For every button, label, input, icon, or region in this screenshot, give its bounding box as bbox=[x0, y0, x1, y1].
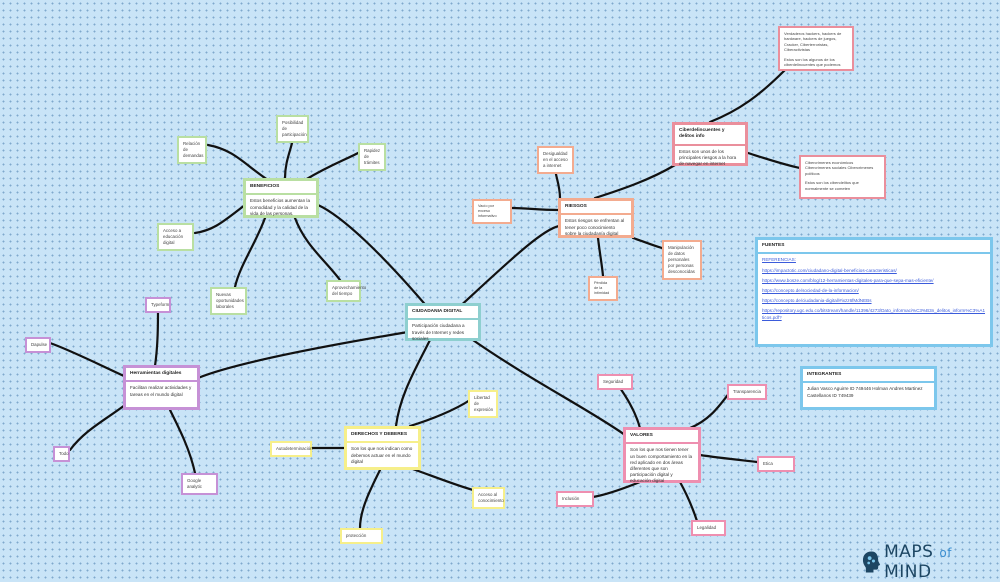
ciber-title: Ciberdelincuentes y delitos info bbox=[675, 125, 745, 146]
herramientas-item-google[interactable]: Google analytic bbox=[181, 473, 218, 495]
integrantes-title: INTEGRANTES bbox=[803, 369, 934, 384]
herramientas-item-typeform[interactable]: Typeform bbox=[145, 297, 171, 313]
derechos-item-libertad[interactable]: Libertad de expresión bbox=[468, 390, 498, 418]
valores-text: Son los que nos tienen tener un buen com… bbox=[630, 447, 693, 484]
valores-item-seguridad[interactable]: Seguridad bbox=[597, 374, 633, 390]
herramientas-text: Facilitan realizar actividades y tareas … bbox=[130, 385, 192, 397]
riesgos-item-intimidad[interactable]: Pérdida de la intimidad bbox=[588, 276, 618, 302]
center-node-text: Participación ciudadana a través de Inte… bbox=[412, 323, 465, 341]
center-node-title: CIUDADANIA DIGITAL bbox=[408, 306, 478, 321]
fuentes-ref-link[interactable]: https://concepto.de/ciudadania-digital/#… bbox=[762, 298, 872, 304]
ciber-text: Estos son unos de los principales riesgo… bbox=[679, 148, 737, 167]
derechos-item-autodeterminacion[interactable]: Autodeterminación bbox=[270, 441, 313, 457]
beneficios-item-tiempo[interactable]: Aprovechamiento del tiempo bbox=[326, 280, 366, 302]
maps-of-mind-logo: MAPS of MIND bbox=[862, 542, 1000, 582]
beneficios-item-educacion[interactable]: Acceso a educación digital bbox=[157, 223, 194, 251]
logo-of: of bbox=[939, 546, 952, 560]
panel-integrantes: INTEGRANTES Julian Vasco Aguirre ID 7494… bbox=[800, 366, 937, 410]
fuentes-ref-link[interactable]: https://repository.ugc.edu.co/bitstream/… bbox=[762, 308, 986, 320]
herramientas-title: Herramientas digitales bbox=[126, 368, 197, 383]
node-valores[interactable]: VALORES Son los que nos tienen tener un … bbox=[623, 427, 701, 483]
derechos-title: DERECHOS Y DEBERES bbox=[347, 429, 418, 444]
fuentes-label: REFERENCIAS: bbox=[762, 257, 796, 263]
valores-title: VALORES bbox=[626, 430, 698, 445]
beneficios-item-tramites[interactable]: Rapidez de trámites bbox=[358, 143, 386, 171]
valores-item-etica[interactable]: Etica bbox=[757, 456, 795, 472]
valores-item-inclusion[interactable]: Inclusión bbox=[556, 491, 594, 507]
fuentes-ref-link[interactable]: https://impactotic.com/ciudadano-digital… bbox=[762, 267, 897, 273]
derechos-item-proteccion[interactable]: protección bbox=[340, 528, 383, 544]
riesgos-item-exceso[interactable]: Vacío por exceso informativo bbox=[472, 199, 512, 225]
logo-mind: MIND bbox=[884, 562, 932, 582]
derechos-item-acceso[interactable]: Acceso al conocimiento bbox=[472, 487, 505, 509]
node-riesgos[interactable]: RIESGOS Estos riesgos se enfrentan al te… bbox=[558, 198, 634, 238]
ciber-hackers-note: Estos son los algunos de los ciberdelinc… bbox=[784, 56, 841, 67]
logo-wordmark: MAPS of MIND bbox=[884, 542, 1000, 582]
valores-item-transparencia[interactable]: Transparencia bbox=[727, 384, 767, 400]
node-ciberdelincuentes[interactable]: Ciberdelincuentes y delitos info Estos s… bbox=[672, 122, 748, 166]
riesgos-item-manipulacion[interactable]: Manipulación de datos personales por per… bbox=[662, 240, 702, 280]
herramientas-item-todo[interactable]: Todo bbox=[53, 446, 70, 462]
panel-fuentes: FUENTES REFERENCIAS: https://impactotic.… bbox=[755, 237, 993, 347]
head-brain-icon bbox=[862, 551, 881, 573]
ciber-hackers-box[interactable]: Verdaderos hackers, hackers de hardware,… bbox=[778, 26, 854, 71]
riesgos-item-desigualdad[interactable]: Desigualdad en el acceso a internet bbox=[537, 146, 574, 174]
herramientas-item-dapulse[interactable]: Dapulse bbox=[25, 337, 51, 353]
ciber-crimenes-note: Estos son los cibendelitos que normalmen… bbox=[805, 180, 859, 191]
node-herramientas-digitales[interactable]: Herramientas digitales Facilitan realiza… bbox=[123, 365, 200, 410]
beneficios-item-participacion[interactable]: Posibilidad de participación bbox=[276, 115, 309, 143]
derechos-text: Son los que nos indican como debemos act… bbox=[351, 446, 413, 464]
beneficios-title: BENEFICIOS bbox=[246, 181, 316, 196]
logo-maps: MAPS bbox=[884, 542, 934, 562]
beneficios-item-laborales[interactable]: Nuevas oportunidades laborales bbox=[210, 287, 247, 315]
ciber-crimenes-text: Cibercrimenes económicos Cibercrimenes s… bbox=[805, 160, 874, 176]
node-beneficios[interactable]: BENEFICIOS Estos beneficios aumentan la … bbox=[243, 178, 319, 218]
beneficios-item-relacion[interactable]: Relación de demandas bbox=[177, 136, 207, 164]
fuentes-title: FUENTES bbox=[758, 240, 990, 255]
valores-item-legalidad[interactable]: Legalidad bbox=[691, 520, 726, 536]
riesgos-text: Estos riesgos se enfrentan al tener poco… bbox=[565, 218, 625, 236]
node-derechos-deberes[interactable]: DERECHOS Y DEBERES Son los que nos indic… bbox=[344, 426, 421, 470]
fuentes-ref-link[interactable]: https://www.bosze.com/blog/12-herramient… bbox=[762, 277, 934, 283]
riesgos-title: RIESGOS bbox=[561, 201, 631, 216]
beneficios-text: Estos beneficios aumentan la comodidad y… bbox=[250, 198, 311, 216]
ciber-crimenes-box[interactable]: Cibercrimenes económicos Cibercrimenes s… bbox=[799, 155, 886, 199]
ciber-hackers-text: Verdaderos hackers, hackers de hardware,… bbox=[784, 31, 842, 53]
fuentes-ref-link[interactable]: https://concepto.de/sociedad-de-la-infor… bbox=[762, 288, 859, 294]
integrantes-text: Julian Vasco Aguirre ID 749446 Holman An… bbox=[807, 386, 923, 398]
center-node-ciudadania-digital[interactable]: CIUDADANIA DIGITAL Participación ciudada… bbox=[405, 303, 481, 341]
